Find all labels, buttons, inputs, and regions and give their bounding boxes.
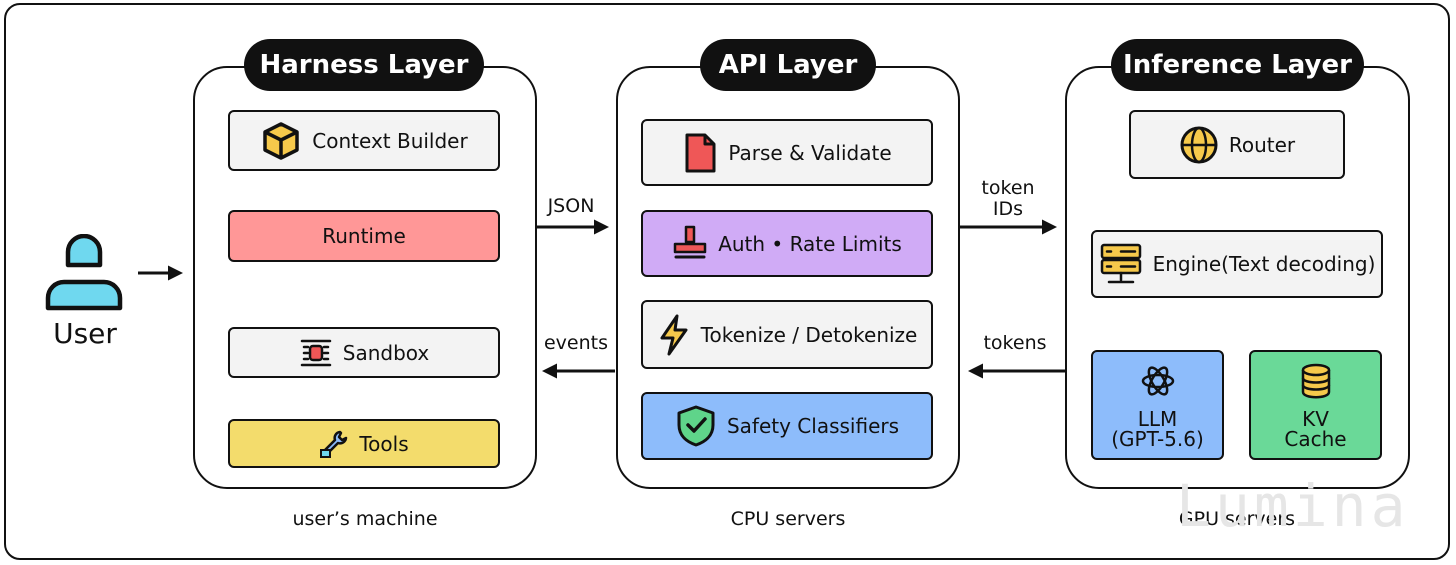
safety-classifiers-label: Safety Classifiers [726, 414, 900, 438]
json-label: JSON [547, 195, 595, 217]
api-layer-title: API Layer [700, 39, 876, 91]
stamp-icon [672, 224, 708, 264]
tokens-label: tokens [983, 332, 1047, 354]
sandbox-icon [299, 338, 333, 368]
lightning-icon [657, 313, 691, 357]
llm-model-label: (GPT-5.6) [1111, 426, 1204, 451]
sandbox-label: Sandbox [342, 340, 430, 365]
tokenize-box[interactable]: Tokenize / Detokenize [641, 300, 933, 369]
globe-icon [1179, 125, 1219, 165]
inference-caption: GPU servers [1178, 508, 1296, 530]
token-ids-line-1: token [981, 177, 1035, 199]
router-box[interactable]: Router [1129, 110, 1345, 179]
cube-icon [260, 120, 302, 162]
auth-rate-limits-box[interactable]: Auth • Rate Limits [641, 210, 933, 277]
kv-cache-box[interactable]: KV Cache [1249, 350, 1382, 460]
context-builder-label: Context Builder [312, 128, 468, 153]
shield-check-icon [675, 404, 717, 448]
kv-label: KV [1302, 406, 1329, 431]
tools-box[interactable]: Tools [228, 419, 500, 468]
events-label: events [543, 332, 608, 354]
wrench-icon [319, 429, 349, 459]
parse-validate-box[interactable]: Parse & Validate [641, 119, 933, 186]
runtime-box[interactable]: Runtime [228, 210, 500, 262]
token-ids-line-2: IDs [992, 198, 1024, 220]
inference-layer-title: Inference Layer [1111, 39, 1364, 91]
server-icon [1099, 242, 1143, 286]
api-caption: CPU servers [730, 508, 846, 530]
safety-classifiers-box[interactable]: Safety Classifiers [641, 392, 933, 460]
user-icon [45, 234, 123, 311]
user-label: User [53, 317, 117, 350]
tokenize-label: Tokenize / Detokenize [700, 322, 918, 347]
database-icon [1299, 362, 1333, 405]
runtime-label: Runtime [322, 224, 406, 248]
tools-label: Tools [359, 431, 409, 456]
parse-validate-label: Parse & Validate [728, 140, 892, 165]
document-icon [682, 132, 718, 174]
engine-box[interactable]: Engine(Text decoding) [1091, 230, 1383, 298]
openai-icon [1139, 362, 1177, 405]
harness-caption: user’s machine [292, 508, 438, 530]
auth-rate-limits-label: Auth • Rate Limits [718, 231, 902, 256]
engine-label: Engine(Text decoding) [1152, 252, 1376, 276]
router-label: Router [1228, 132, 1296, 157]
harness-layer-title: Harness Layer [244, 39, 484, 91]
cache-label: Cache [1284, 426, 1347, 451]
watermark: Lumina [1176, 472, 1410, 540]
llm-label: LLM [1137, 406, 1178, 431]
sandbox-box[interactable]: Sandbox [228, 327, 500, 378]
context-builder-box[interactable]: Context Builder [228, 110, 500, 171]
token-ids-label: token IDs [968, 178, 1048, 220]
llm-box[interactable]: LLM (GPT-5.6) [1091, 350, 1224, 460]
diagram-frame [4, 3, 1450, 560]
